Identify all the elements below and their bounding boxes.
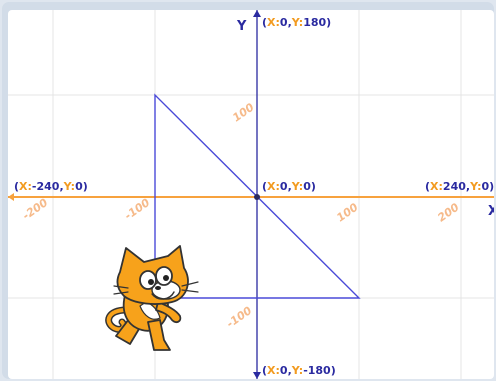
coord-label-top: (X:0,Y:180) xyxy=(262,16,331,29)
tick-y-100: 100 xyxy=(230,100,257,124)
svg-text:(X:-240,Y:0): (X:-240,Y:0) xyxy=(14,180,88,193)
coordinate-grid: Y X -200 -100 100 200 100 -100 (X:0,Y:18… xyxy=(8,10,494,379)
stage[interactable]: Y X -200 -100 100 200 100 -100 (X:0,Y:18… xyxy=(8,10,494,379)
y-axis-bottom-arrow xyxy=(253,372,261,379)
tick-x-neg200: -200 xyxy=(20,196,50,223)
coord-label-right: (X:240,Y:0) xyxy=(425,180,494,193)
svg-text:(X:240,Y:0): (X:240,Y:0) xyxy=(425,180,494,193)
y-axis-title: Y xyxy=(236,19,247,34)
cat-sprite[interactable] xyxy=(105,245,199,351)
tick-y-neg100: -100 xyxy=(224,304,254,331)
coord-label-left: (X:-240,Y:0) xyxy=(14,180,88,193)
x-axis-left-arrow xyxy=(8,193,14,201)
svg-text:(X:0,Y:180): (X:0,Y:180) xyxy=(262,16,331,29)
coord-label-bottom: (X:0,Y:-180) xyxy=(262,364,336,377)
x-axis-title: X xyxy=(488,204,494,219)
svg-text:(X:0,Y:0): (X:0,Y:0) xyxy=(262,180,316,193)
svg-text:(X:0,Y:-180): (X:0,Y:-180) xyxy=(262,364,336,377)
coord-label-center: (X:0,Y:0) xyxy=(262,180,316,193)
grid-lines xyxy=(8,10,494,379)
origin-dot xyxy=(254,194,260,200)
tick-x-200: 200 xyxy=(435,200,462,224)
tick-x-neg100: -100 xyxy=(122,196,152,223)
tick-x-100: 100 xyxy=(334,200,361,224)
y-axis-top-arrow xyxy=(253,10,261,17)
